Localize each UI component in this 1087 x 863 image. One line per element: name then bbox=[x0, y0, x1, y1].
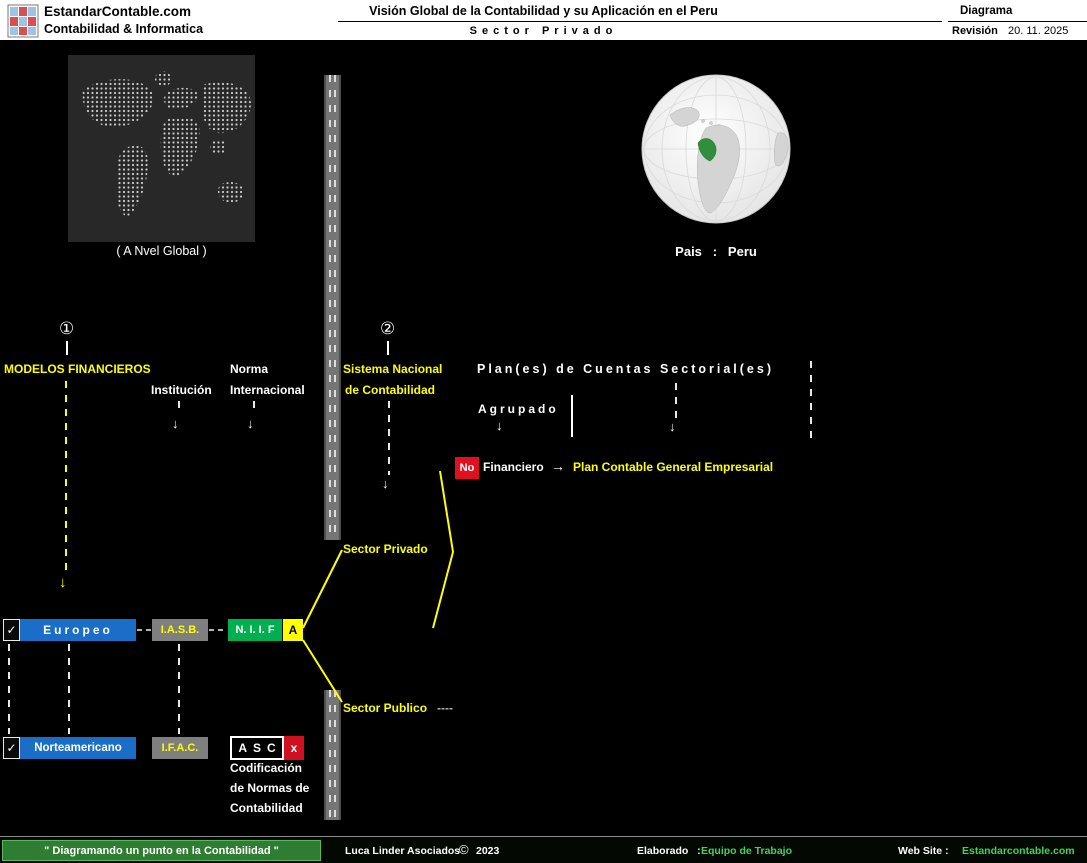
marker-two-stem bbox=[387, 341, 389, 355]
europeo-norteamericano-link2 bbox=[68, 644, 70, 734]
elaborado-value: Equipo de Trabajo bbox=[701, 845, 793, 857]
europeo-checkbox[interactable]: ✓ bbox=[3, 619, 20, 641]
plan-cuentas-title: Plan(es) de Cuentas Sectorial(es) bbox=[477, 362, 774, 376]
site-name: EstandarContable.com bbox=[44, 4, 192, 19]
norteamericano-box: ✓ Norteamericano bbox=[3, 737, 136, 759]
site-logo-icon bbox=[7, 4, 39, 38]
footer-company: Luca Linder Asociados bbox=[345, 845, 461, 857]
sistema-down-arrow: ↓ bbox=[382, 476, 389, 491]
institucion-down-arrow: ↓ bbox=[172, 416, 179, 431]
norteamericano-checkbox[interactable]: ✓ bbox=[3, 737, 20, 759]
ifac-box: I.F.A.C. bbox=[152, 737, 208, 759]
marker-one: ① bbox=[59, 319, 75, 338]
niif-box: N. I. I. F bbox=[228, 619, 282, 641]
right-arrow-icon: → bbox=[551, 458, 565, 474]
page-subtitle: Sector Privado bbox=[469, 25, 618, 37]
sector-publico-label: Sector Publico bbox=[343, 701, 428, 715]
sector-privado-label: Sector Privado bbox=[343, 542, 428, 556]
agrupado-down-arrow: ↓ bbox=[496, 418, 503, 433]
marker-one-stem bbox=[66, 341, 68, 355]
norteamericano-label: Norteamericano bbox=[34, 742, 122, 754]
modelos-dashed-line bbox=[65, 381, 67, 573]
website-link[interactable]: Estandarcontable.com bbox=[962, 845, 1075, 857]
peru-globe-image bbox=[641, 74, 791, 224]
institucion-label: Institución bbox=[151, 383, 212, 397]
doc-type-label: Diagrama bbox=[960, 5, 1013, 17]
revision-date: 20. 11. 2025 bbox=[1008, 25, 1069, 37]
divider-bar bbox=[571, 395, 573, 437]
codificacion-line2: de Normas de bbox=[230, 781, 310, 795]
asc-x-box: x bbox=[284, 736, 304, 760]
codificacion-line1: Codificación bbox=[230, 761, 303, 775]
marker-two: ② bbox=[380, 319, 396, 338]
world-map-image bbox=[68, 55, 255, 242]
footer-quote: " Diagramando un punto en la Contabilida… bbox=[2, 840, 321, 861]
europeo-label: Europeo bbox=[43, 623, 113, 637]
codificacion-line3: Contabilidad bbox=[230, 801, 303, 815]
page-footer: " Diagramando un punto en la Contabilida… bbox=[0, 836, 1087, 863]
institucion-stem bbox=[178, 401, 180, 415]
niif-a-box: A bbox=[283, 619, 303, 641]
road-upper bbox=[324, 75, 341, 540]
copyright-icon: © bbox=[459, 842, 469, 857]
plan-contable-label: Plan Contable General Empresarial bbox=[573, 460, 774, 474]
iasb-ifac-link bbox=[178, 644, 180, 734]
peru-caption: Pais : Peru bbox=[675, 244, 757, 259]
peru-highlight bbox=[697, 138, 717, 162]
modelos-financieros-label: MODELOS FINANCIEROS bbox=[4, 362, 151, 376]
page-header: EstandarContable.com Contabilidad & Info… bbox=[0, 0, 1087, 42]
europeo-norteamericano-link bbox=[8, 644, 10, 734]
agrupado-label: Agrupado bbox=[478, 402, 559, 416]
asc-box: ASC bbox=[230, 736, 284, 760]
road-lower bbox=[324, 690, 341, 820]
elaborado-label: Elaborado : bbox=[637, 845, 701, 857]
norma-label-line1: Norma bbox=[230, 362, 269, 376]
plan-down-arrow: ↓ bbox=[669, 419, 676, 434]
world-map-caption: ( A Nvel Global ) bbox=[116, 244, 207, 258]
iasb-box: I.A.S.B. bbox=[152, 619, 208, 641]
site-tagline: Contabilidad & Informatica bbox=[44, 22, 204, 36]
sector-publico-dashes: ---- bbox=[437, 701, 453, 715]
europeo-box: ✓ Europeo bbox=[3, 619, 136, 641]
norma-down-arrow: ↓ bbox=[247, 416, 254, 431]
page-title: Visión Global de la Contabilidad y su Ap… bbox=[369, 4, 718, 18]
financiero-label: Financiero bbox=[483, 460, 544, 474]
footer-year: 2023 bbox=[476, 845, 500, 857]
header-divider-center bbox=[338, 21, 942, 22]
revision-label: Revisión bbox=[952, 25, 998, 37]
norma-label-line2: Internacional bbox=[230, 383, 305, 397]
right-dashed-line bbox=[810, 361, 812, 438]
connector-dash bbox=[137, 629, 151, 631]
sistema-nacional-line2: de Contabilidad bbox=[345, 383, 435, 397]
modelos-down-arrow: ↓ bbox=[59, 574, 67, 591]
sistema-stem bbox=[388, 401, 390, 475]
no-badge: No bbox=[455, 457, 479, 479]
website-label: Web Site : bbox=[898, 845, 949, 857]
connector-dash bbox=[209, 629, 226, 631]
header-divider-right bbox=[948, 21, 1087, 22]
plan-stem bbox=[675, 383, 677, 419]
norma-stem bbox=[253, 401, 255, 415]
sistema-nacional-line1: Sistema Nacional bbox=[343, 362, 443, 376]
